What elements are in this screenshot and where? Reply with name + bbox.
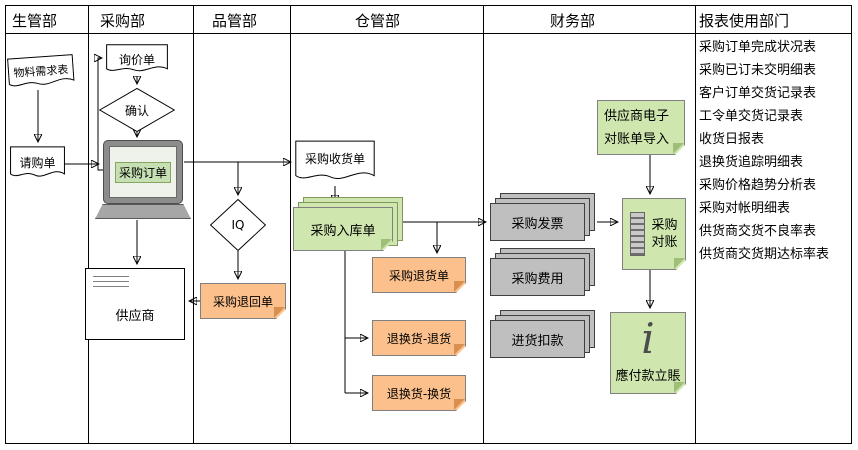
purchase-inbound-label: 采购入库单 (310, 223, 376, 239)
lane-header-production: 生管部 (12, 12, 58, 30)
info-icon: i (641, 314, 655, 363)
reconciliation-note: 采购 对账 (622, 198, 686, 270)
supplier-statement-note: 供应商电子 对账单导入 (597, 100, 685, 155)
purchase-invoice-box: 采购发票 (490, 203, 585, 241)
report-item: 采购已订未交明细表 (699, 63, 817, 78)
purchase-requisition-doc: 请购单 (10, 146, 65, 182)
purchase-expense-stack: 采购费用 (490, 248, 595, 296)
purchase-expense-label: 采购费用 (511, 271, 564, 287)
lane-divider (193, 5, 194, 444)
lane-divider (695, 5, 696, 444)
supplier-envelope: 供应商 (85, 268, 185, 340)
reconciliation-line2: 对账 (651, 235, 678, 250)
exchange-exchange-label: 退换货-换货 (386, 386, 452, 401)
report-item: 采购订单完成状况表 (699, 40, 817, 55)
lane-header-finance: 财务部 (550, 12, 596, 30)
lane-divider (88, 5, 89, 444)
purchase-expense-box: 采购费用 (490, 258, 585, 296)
purchase-invoice-stack: 采购发票 (490, 193, 595, 241)
report-item: 供货商交货不良率表 (699, 224, 817, 239)
purchase-inbound-note: 采购入库单 (293, 207, 393, 251)
material-request-doc: 物料需求表 (7, 54, 75, 93)
supplier-label: 供应商 (115, 309, 155, 325)
lane-header-purchasing: 采购部 (100, 12, 146, 30)
header-separator (5, 33, 852, 34)
purchase-return-note: 采购退回单 (200, 283, 286, 319)
report-item: 工令单交货记录表 (699, 109, 804, 124)
payable-booking-label: 應付款立賬 (615, 369, 681, 384)
report-item: 收货日报表 (699, 132, 765, 147)
report-item: 采购对帐明细表 (699, 201, 791, 216)
inbound-deduction-label: 进货扣款 (511, 333, 564, 349)
report-item: 退换货追踪明细表 (699, 155, 804, 170)
reconciliation-line1: 采购 (651, 218, 678, 233)
laptop-screen-icon: 采购订单 (103, 140, 183, 204)
inbound-deduction-stack: 进货扣款 (490, 310, 595, 358)
inbound-deduction-box: 进货扣款 (490, 320, 585, 358)
report-item: 客户订单交货记录表 (699, 86, 817, 101)
printer-icon (630, 212, 645, 256)
diagram-frame (5, 5, 852, 444)
supplier-statement-line1: 供应商电子 (604, 108, 670, 124)
lane-header-reports: 报表使用部门 (699, 12, 790, 30)
purchase-return-label: 采购退回单 (212, 294, 273, 309)
laptop-display: 采购订单 (109, 146, 177, 198)
inquiry-label: 询价单 (118, 53, 155, 68)
supplier-statement-line2: 对账单导入 (604, 131, 670, 147)
iq-label: IQ (231, 218, 245, 232)
laptop-base-icon (95, 204, 191, 219)
purchase-requisition-label: 请购单 (19, 155, 56, 170)
confirm-decision: 确认 (99, 88, 175, 132)
exchange-return-label: 退换货-退货 (386, 331, 452, 346)
confirm-label: 确认 (124, 103, 149, 118)
exchange-exchange-note: 退换货-换货 (372, 375, 466, 411)
inquiry-doc: 询价单 (106, 44, 168, 76)
purchase-invoice-label: 采购发票 (511, 216, 564, 232)
envelope-address-lines-icon (93, 276, 129, 290)
lane-divider (290, 5, 291, 444)
report-item: 供货商交货期达标率表 (699, 247, 830, 262)
lane-header-quality: 品管部 (212, 12, 258, 30)
purchase-return-goods-label: 采购退货单 (388, 268, 449, 283)
report-item: 采购价格趋势分析表 (699, 178, 817, 193)
purchase-receipt-label: 采购收货单 (304, 152, 365, 167)
lane-header-warehouse: 仓管部 (355, 12, 401, 30)
purchase-inbound-stack: 采购入库单 (293, 197, 403, 251)
purchase-return-goods-note: 采购退货单 (372, 257, 466, 293)
purchase-receipt-doc: 采购收货单 (295, 140, 375, 186)
iq-decision: IQ (210, 199, 266, 251)
purchase-order-label: 采购订单 (114, 161, 171, 183)
exchange-return-note: 退换货-退货 (372, 320, 466, 356)
payable-booking-note: i 應付款立賬 (610, 312, 686, 394)
